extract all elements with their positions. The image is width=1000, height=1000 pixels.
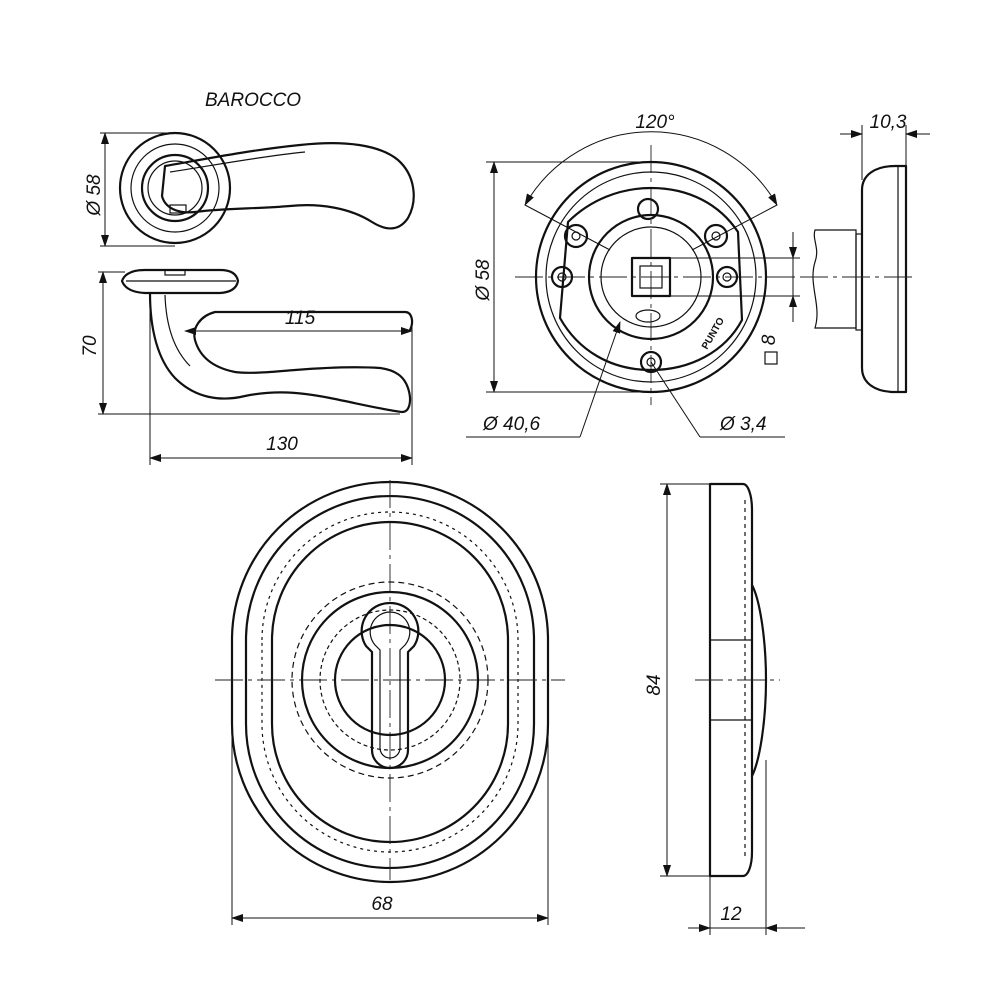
rosette-angle-label: 120° (635, 112, 675, 133)
hole-diameter-label: Ø 3,4 (719, 414, 766, 435)
rosette-diameter-label: Ø 58 (473, 259, 494, 302)
total-length-label: 130 (266, 434, 298, 455)
square-size-label: 8 (759, 334, 780, 345)
model-title: BAROCCO (205, 90, 301, 111)
escutcheon-height-label: 84 (644, 674, 665, 695)
handle-top-view: Ø 58 (84, 131, 415, 247)
escutcheon-thickness-label: 12 (720, 904, 742, 925)
handle-diameter-label: Ø 58 (84, 174, 105, 217)
lever-length-label: 115 (285, 308, 316, 329)
escutcheon-side-view: 84 12 (644, 482, 805, 935)
escutcheon-front-view: 68 (215, 480, 565, 925)
rosette-thickness-label: 10,3 (870, 112, 907, 133)
rosette-side-view: 10,3 (800, 112, 930, 394)
rosette-back-view: PUNTO 120° Ø 58 8 Ø 40,6 Ø 3,4 (466, 112, 800, 438)
escutcheon-width-label: 68 (371, 894, 393, 915)
rosette-logo: PUNTO (700, 316, 727, 352)
handle-side-view: 70 115 130 (80, 268, 414, 465)
inner-diameter-label: Ø 40,6 (482, 414, 540, 435)
handle-height-label: 70 (80, 335, 101, 357)
